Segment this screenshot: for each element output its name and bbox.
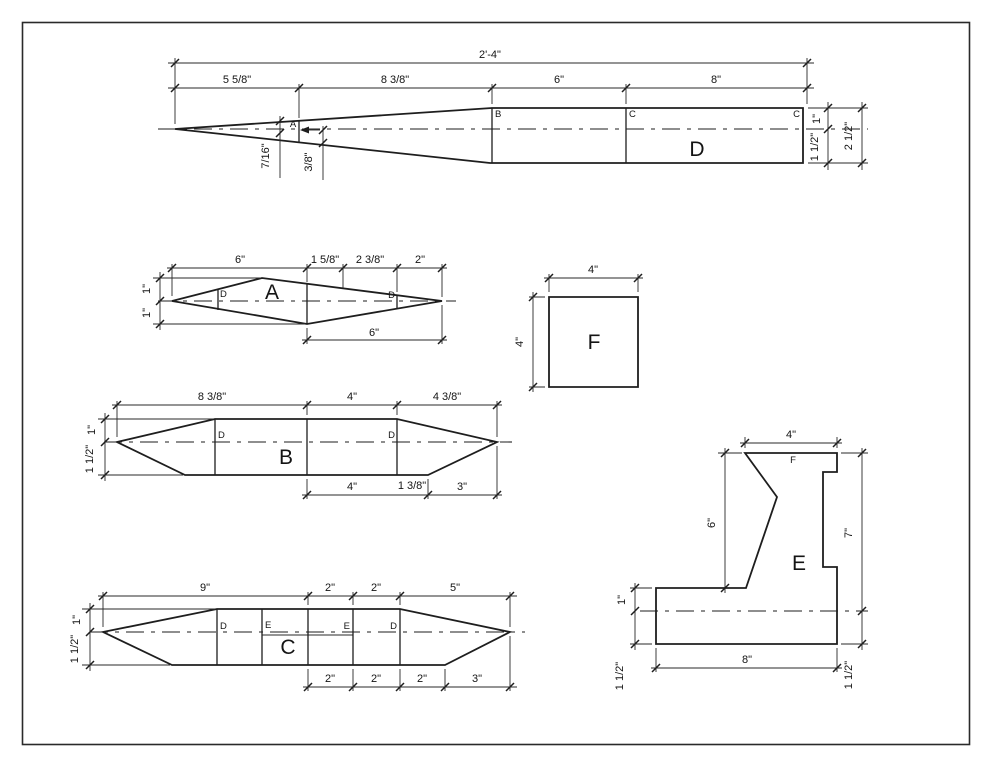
dim-label-bottom-2: 1 3/8" xyxy=(398,480,426,492)
dim-label-segment-3: 6" xyxy=(554,74,564,86)
dim-label-bottom: 6" xyxy=(369,327,379,339)
dim-label-total-length: 2'-4" xyxy=(479,49,501,61)
section-marker-d-left: D xyxy=(220,289,227,300)
dim-label-segment-4: 8" xyxy=(711,74,721,86)
section-marker-d-right: D xyxy=(388,290,395,301)
dim-label-height: 4" xyxy=(514,337,526,347)
dim-label-top-2: 4" xyxy=(347,391,357,403)
part-c-dimension-ticks xyxy=(85,591,515,692)
section-marker-a: A xyxy=(290,119,297,130)
dim-label-depth-top: 7/16" xyxy=(260,143,272,168)
part-label-f: F xyxy=(588,331,601,354)
part-e-drawing: 4" 6" 1" 1 1/2" 7" 1 1/2" 8" E F xyxy=(614,429,868,690)
dim-label-top: 4" xyxy=(786,429,796,441)
dim-label-top-4: 2" xyxy=(415,254,425,266)
part-e-dimension-lines xyxy=(634,442,863,669)
dim-label-right: 7" xyxy=(843,528,855,538)
dim-label-bottom-1: 2" xyxy=(325,673,335,685)
dim-label-segment-2: 8 3/8" xyxy=(381,74,409,86)
dim-label-left-top: 1" xyxy=(86,425,98,435)
part-a-outline xyxy=(171,277,443,325)
part-f-extension-lines xyxy=(529,274,639,388)
dim-label-right-top: 1" xyxy=(811,114,823,124)
dim-label-top-3: 2 3/8" xyxy=(356,254,384,266)
part-label-d: D xyxy=(689,138,704,161)
part-f-drawing: 4" 4" F xyxy=(514,264,643,392)
part-a-dimension-ticks xyxy=(155,263,447,345)
dim-label-right-total: 2 1/2" xyxy=(843,122,855,150)
dim-label-left-mid: 1" xyxy=(616,595,628,605)
part-e-outline xyxy=(655,452,838,645)
dim-label-bottom-4: 3" xyxy=(472,673,482,685)
part-b-dimension-ticks xyxy=(100,400,502,500)
dim-label-top-3: 4 3/8" xyxy=(433,391,461,403)
dim-label-bottom: 8" xyxy=(742,654,752,666)
part-label-b: B xyxy=(279,446,293,469)
dim-label-top-1: 8 3/8" xyxy=(198,391,226,403)
section-marker-d-right: D xyxy=(390,621,397,632)
dim-label-left-bottom: 1 1/2" xyxy=(84,445,96,473)
part-label-a: A xyxy=(265,281,279,304)
dim-label-left-top: 1" xyxy=(141,284,153,294)
dim-label-bottom-3: 2" xyxy=(417,673,427,685)
part-e-dimension-ticks xyxy=(630,438,867,673)
part-c-extension-lines xyxy=(82,592,511,691)
section-marker-c2: C xyxy=(793,109,800,120)
part-label-e: E xyxy=(792,552,806,575)
part-b-section-lines xyxy=(214,419,398,475)
part-d-outline xyxy=(174,107,804,164)
dim-label-right-bottom: 1 1/2" xyxy=(809,133,821,161)
part-d-dimension-lines xyxy=(168,62,863,170)
section-marker-e-right: E xyxy=(344,621,350,632)
dim-label-width: 4" xyxy=(588,264,598,276)
dim-label-left-bottom: 1 1/2" xyxy=(614,662,626,690)
part-c-drawing: 9" 2" 2" 5" 2" 2" 2" 3" 1" 1 1/2" C D E … xyxy=(69,582,525,692)
part-a-drawing: 6" 1 5/8" 2 3/8" 2" 1" 1" 6" A D D xyxy=(141,254,456,345)
part-d-dimension-ticks xyxy=(170,58,867,168)
section-marker-d-left: D xyxy=(220,621,227,632)
part-d-drawing: 2'-4" 5 5/8" 8 3/8" 6" 8" 7/16" 3/8" A B… xyxy=(158,49,868,180)
part-c-outline xyxy=(100,608,513,666)
part-a-section-lines xyxy=(217,284,398,324)
part-label-c: C xyxy=(280,636,295,659)
dim-label-top-2: 1 5/8" xyxy=(311,254,339,266)
part-a-dimension-lines xyxy=(159,267,447,341)
part-f-dimension-lines xyxy=(532,277,643,392)
section-marker-e-left: E xyxy=(265,620,271,631)
dim-label-top-1: 6" xyxy=(235,254,245,266)
part-f-outline xyxy=(548,296,639,388)
part-a-extension-lines xyxy=(153,264,443,344)
part-f-dimension-ticks xyxy=(528,273,643,392)
part-b-extension-lines xyxy=(98,401,498,499)
dim-label-left-top: 1" xyxy=(71,615,83,625)
part-d-section-lines xyxy=(298,108,627,163)
section-marker-d-right: D xyxy=(388,430,395,441)
section-marker-f: F xyxy=(790,455,796,466)
dim-label-bottom-1: 4" xyxy=(347,481,357,493)
part-c-section-lines xyxy=(216,609,401,665)
dim-label-segment-1: 5 5/8" xyxy=(223,74,251,86)
section-marker-b: B xyxy=(495,109,501,120)
dim-label-bottom-3: 3" xyxy=(457,481,467,493)
dim-label-top-4: 5" xyxy=(450,582,460,594)
dim-label-bottom-2: 2" xyxy=(371,673,381,685)
dim-label-top-2: 2" xyxy=(325,582,335,594)
dim-label-top-1: 9" xyxy=(200,582,210,594)
part-d-extension-lines xyxy=(174,58,868,180)
section-marker-d-left: D xyxy=(218,430,225,441)
part-d-leader-arrow xyxy=(300,126,309,134)
sheet-border xyxy=(21,21,971,746)
dim-label-right-bottom: 1 1/2" xyxy=(843,661,855,689)
dim-label-upper-left: 6" xyxy=(706,518,718,528)
part-b-drawing: 8 3/8" 4" 4 3/8" 4" 1 3/8" 3" 1" 1 1/2" … xyxy=(84,391,512,500)
dim-label-depth-bottom: 3/8" xyxy=(303,152,315,171)
dim-label-top-3: 2" xyxy=(371,582,381,594)
section-marker-c1: C xyxy=(629,109,636,120)
dim-label-left-bottom: 1 1/2" xyxy=(69,635,81,663)
dim-label-left-bottom: 1" xyxy=(141,308,153,318)
